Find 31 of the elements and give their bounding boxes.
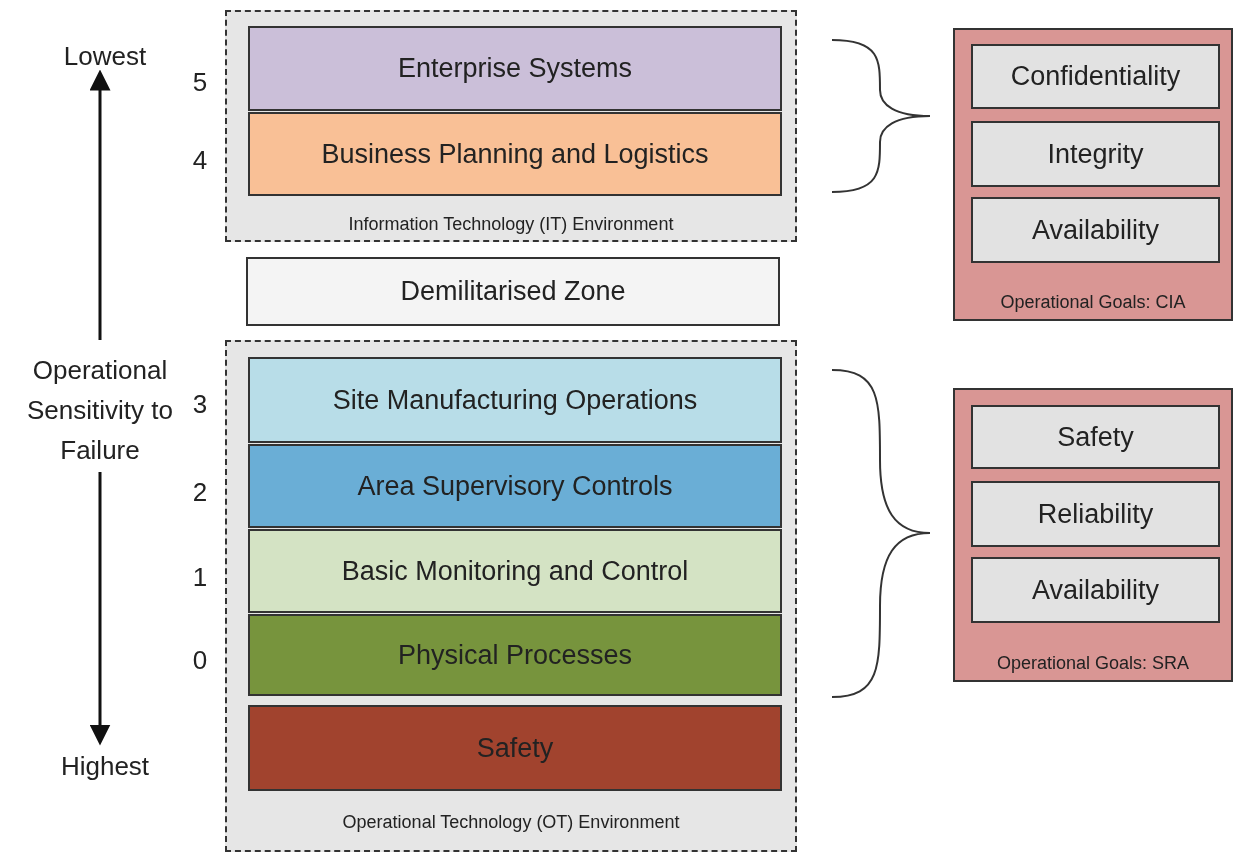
axis-label: Operational Sensitivity to Failure <box>26 354 174 467</box>
layer-band: Demilitarised Zone <box>246 257 780 326</box>
goals-panel <box>953 388 1233 682</box>
goal-box: Availability <box>971 197 1220 263</box>
layer-band: Area Supervisory Controls <box>248 444 782 528</box>
goal-box: Reliability <box>971 481 1220 547</box>
zone-label: Operational Goals: CIA <box>999 292 1187 313</box>
axis-label: Highest <box>59 750 151 783</box>
level-number: 0 <box>191 644 209 677</box>
axis-label: Lowest <box>62 40 148 73</box>
level-number: 1 <box>191 561 209 594</box>
zone-label: Operational Goals: SRA <box>995 653 1191 674</box>
goal-box: Integrity <box>971 121 1220 187</box>
level-number: 2 <box>191 476 209 509</box>
level-number: 3 <box>191 388 209 421</box>
goal-box: Safety <box>971 405 1220 469</box>
level-number: 5 <box>191 66 209 99</box>
layer-band: Site Manufacturing Operations <box>248 357 782 443</box>
layer-band: Enterprise Systems <box>248 26 782 111</box>
layer-band: Basic Monitoring and Control <box>248 529 782 613</box>
layer-band: Business Planning and Logistics <box>248 112 782 196</box>
environment-zone <box>225 10 797 242</box>
layer-band: Safety <box>248 705 782 791</box>
layer-band: Physical Processes <box>248 614 782 696</box>
zone-label: Information Technology (IT) Environment <box>347 214 675 235</box>
goal-box: Availability <box>971 557 1220 623</box>
environment-zone <box>225 340 797 852</box>
level-number: 4 <box>191 144 209 177</box>
goal-box: Confidentiality <box>971 44 1220 109</box>
goals-panel <box>953 28 1233 321</box>
zone-label: Operational Technology (OT) Environment <box>341 812 681 833</box>
